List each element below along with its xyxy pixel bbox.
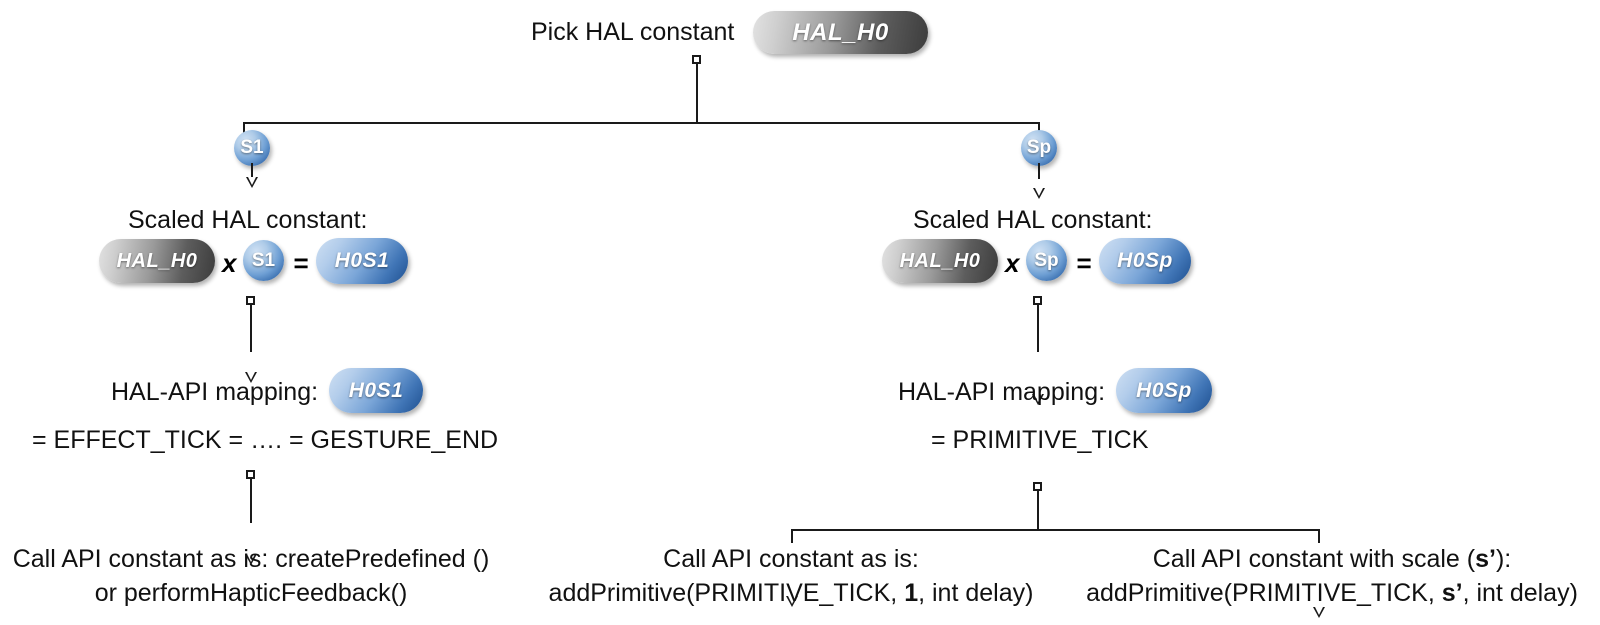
right-leaf-with-scale-line2-suffix: , int delay) [1462,579,1578,607]
left-mapping-caption: HAL-API mapping: [111,378,319,406]
bottom-split-left-vline [791,529,793,543]
left-scaled-connector-vline [250,304,252,352]
right-scaled-result: H0Sp [1099,238,1191,284]
left-mapping-pill: H0S1 [329,368,423,413]
left-leaf-line2: or performHapticFeedback() [94,579,408,607]
left-scaled-operand-a: HAL_H0 [99,239,215,283]
right-scaled-operand-a: HAL_H0 [882,239,998,283]
bottom-split-hline [791,529,1320,531]
left-mapping-equation: = EFFECT_TICK = …. = GESTURE_END [32,426,499,454]
right-leaf-with-scale-line2: addPrimitive(PRIMITIVE_TICK, s’, int del… [1064,576,1600,610]
branch-sp-arrowhead [1033,188,1045,199]
right-leaf-as-is-line2-emphasis: 1 [904,579,919,607]
left-scaled-multiply-symbol: x [222,248,237,278]
left-scaled-caption: Scaled HAL constant: [128,206,368,234]
left-leaf-text: Call API constant as is: createPredefine… [0,542,502,610]
right-leaf-as-is-line2-prefix: addPrimitive(PRIMITIVE_TICK, [548,579,905,607]
left-mapping-connector-vline [250,478,252,523]
right-scaled-caption: Scaled HAL constant: [913,206,1153,234]
right-leaf-as-is-line2: addPrimitive(PRIMITIVE_TICK, 1, int dela… [537,576,1045,610]
right-scaled-connector-vline [1037,304,1039,352]
right-scaled-connector-arrowhead [1032,394,1044,405]
bottom-split-left-arrowhead [786,596,798,607]
right-mapping-connector-vline [1037,490,1039,530]
bottom-split-right-arrowhead [1313,607,1325,618]
right-scaled-multiply-symbol: x [1005,248,1020,278]
right-mapping-equation: = PRIMITIVE_TICK [931,426,1149,454]
right-leaf-with-scale-line2-emphasis: s’ [1441,579,1463,607]
right-leaf-as-is-line1: Call API constant as is: [663,545,919,573]
root-label: Pick HAL constant [531,18,735,46]
right-leaf-with-scale-line1-emphasis: s’ [1475,545,1496,573]
right-mapping-caption: HAL-API mapping: [898,378,1106,406]
top-split-right-vline [1038,122,1040,134]
right-leaf-with-scale-line1-suffix: ): [1495,545,1512,573]
left-scaled-connector-arrowhead [245,372,257,383]
branch-sp-arrow-line [1038,163,1040,179]
right-scaled-equals-symbol: = [1076,248,1092,278]
left-scaled-operand-b: S1 [243,240,284,281]
branch-badge-s1: S1 [234,130,270,166]
branch-s1-arrowhead [246,177,258,188]
left-mapping-connector-arrowhead [245,554,257,565]
right-scaled-operand-b: Sp [1026,240,1067,281]
bottom-split-right-vline [1318,529,1320,543]
right-leaf-with-scale-line2-prefix: addPrimitive(PRIMITIVE_TICK, [1086,579,1442,607]
left-scaled-equals-symbol: = [293,248,309,278]
root-pill-hal-h0: HAL_H0 [753,11,928,54]
top-split-hline [243,122,1040,124]
branch-badge-sp: Sp [1021,130,1057,166]
branch-s1-arrow-line [251,163,253,179]
left-scaled-result: H0S1 [316,238,408,284]
right-leaf-with-scale-line1: Call API constant with scale (s’): [1064,542,1600,576]
right-leaf-as-is-text: Call API constant as is: addPrimitive(PR… [537,542,1045,610]
left-leaf-line1: Call API constant as is: createPredefine… [12,545,490,573]
right-leaf-with-scale-line1-prefix: Call API constant with scale ( [1152,545,1476,573]
root-connector-vline [696,63,698,123]
top-split-left-vline [243,122,245,134]
right-leaf-as-is-line2-suffix: , int delay) [918,579,1034,607]
right-mapping-pill: H0Sp [1116,368,1212,413]
right-leaf-with-scale-text: Call API constant with scale (s’): addPr… [1064,542,1600,610]
